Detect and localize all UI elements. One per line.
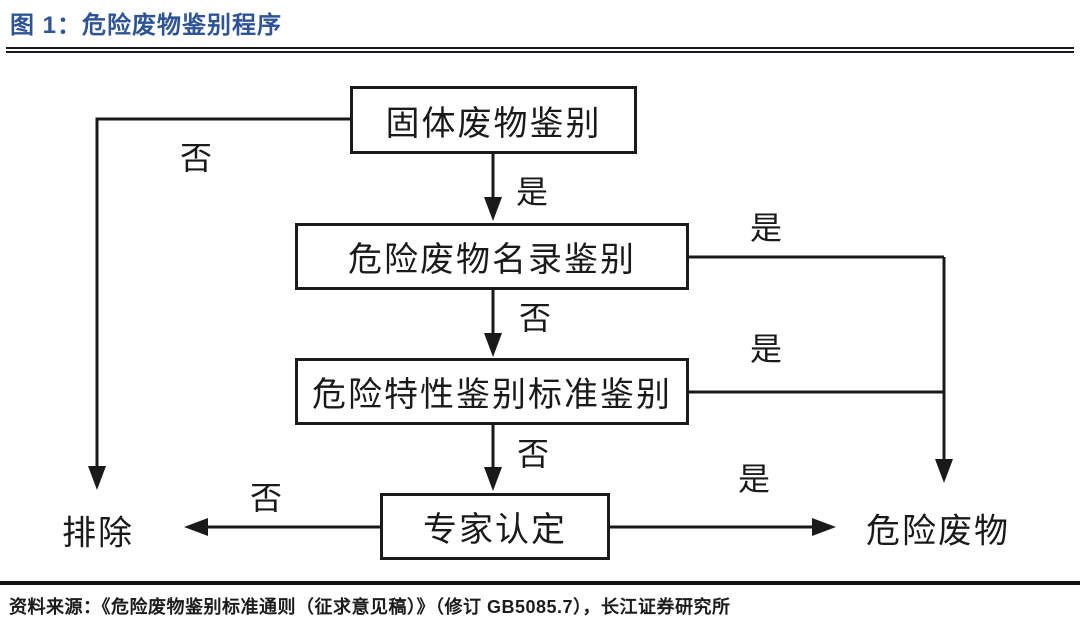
edge-label-solid-no: 否 <box>179 140 213 176</box>
footer-divider <box>0 581 1080 585</box>
edge-label-catalog-no: 否 <box>518 300 552 336</box>
edge-label-characteristic-yes: 是 <box>749 331 783 367</box>
header-divider <box>6 47 1074 53</box>
edge-label-expert-yes: 是 <box>737 461 771 497</box>
source-note: 资料来源：《危险废物鉴别标准通则（征求意见稿）》（修订 GB5085.7），长江… <box>9 597 731 617</box>
node-characteristic-standard-identification: 危险特性鉴别标准鉴别 <box>295 358 689 425</box>
arrowhead-expert-to-hazardous <box>812 518 836 536</box>
arrowhead-rail-to-hazardous <box>935 459 953 483</box>
edge-label-expert-no: 否 <box>249 480 283 516</box>
node-solid-waste-identification: 固体废物鉴别 <box>350 86 637 154</box>
node-catalog-identification: 危险废物名录鉴别 <box>295 223 689 290</box>
figure-title: 图 1：危险废物鉴别程序 <box>10 12 283 39</box>
edge-label-solid-yes: 是 <box>515 174 549 210</box>
arrowhead-expert-to-exclude <box>184 518 208 536</box>
edge-label-characteristic-no: 否 <box>516 436 550 472</box>
node-expert-determination: 专家认定 <box>380 493 610 560</box>
edge-solid-to-exclude-line <box>95 117 350 468</box>
terminal-hazardous-waste: 危险废物 <box>866 513 1010 551</box>
arrowhead-characteristic-to-expert <box>484 467 502 491</box>
arrowhead-catalog-to-characteristic <box>484 333 502 357</box>
arrowhead-solid-to-catalog <box>484 197 502 221</box>
edge-label-catalog-yes: 是 <box>749 210 783 246</box>
arrowhead-solid-to-exclude <box>88 466 106 490</box>
terminal-exclude: 排除 <box>62 515 134 553</box>
